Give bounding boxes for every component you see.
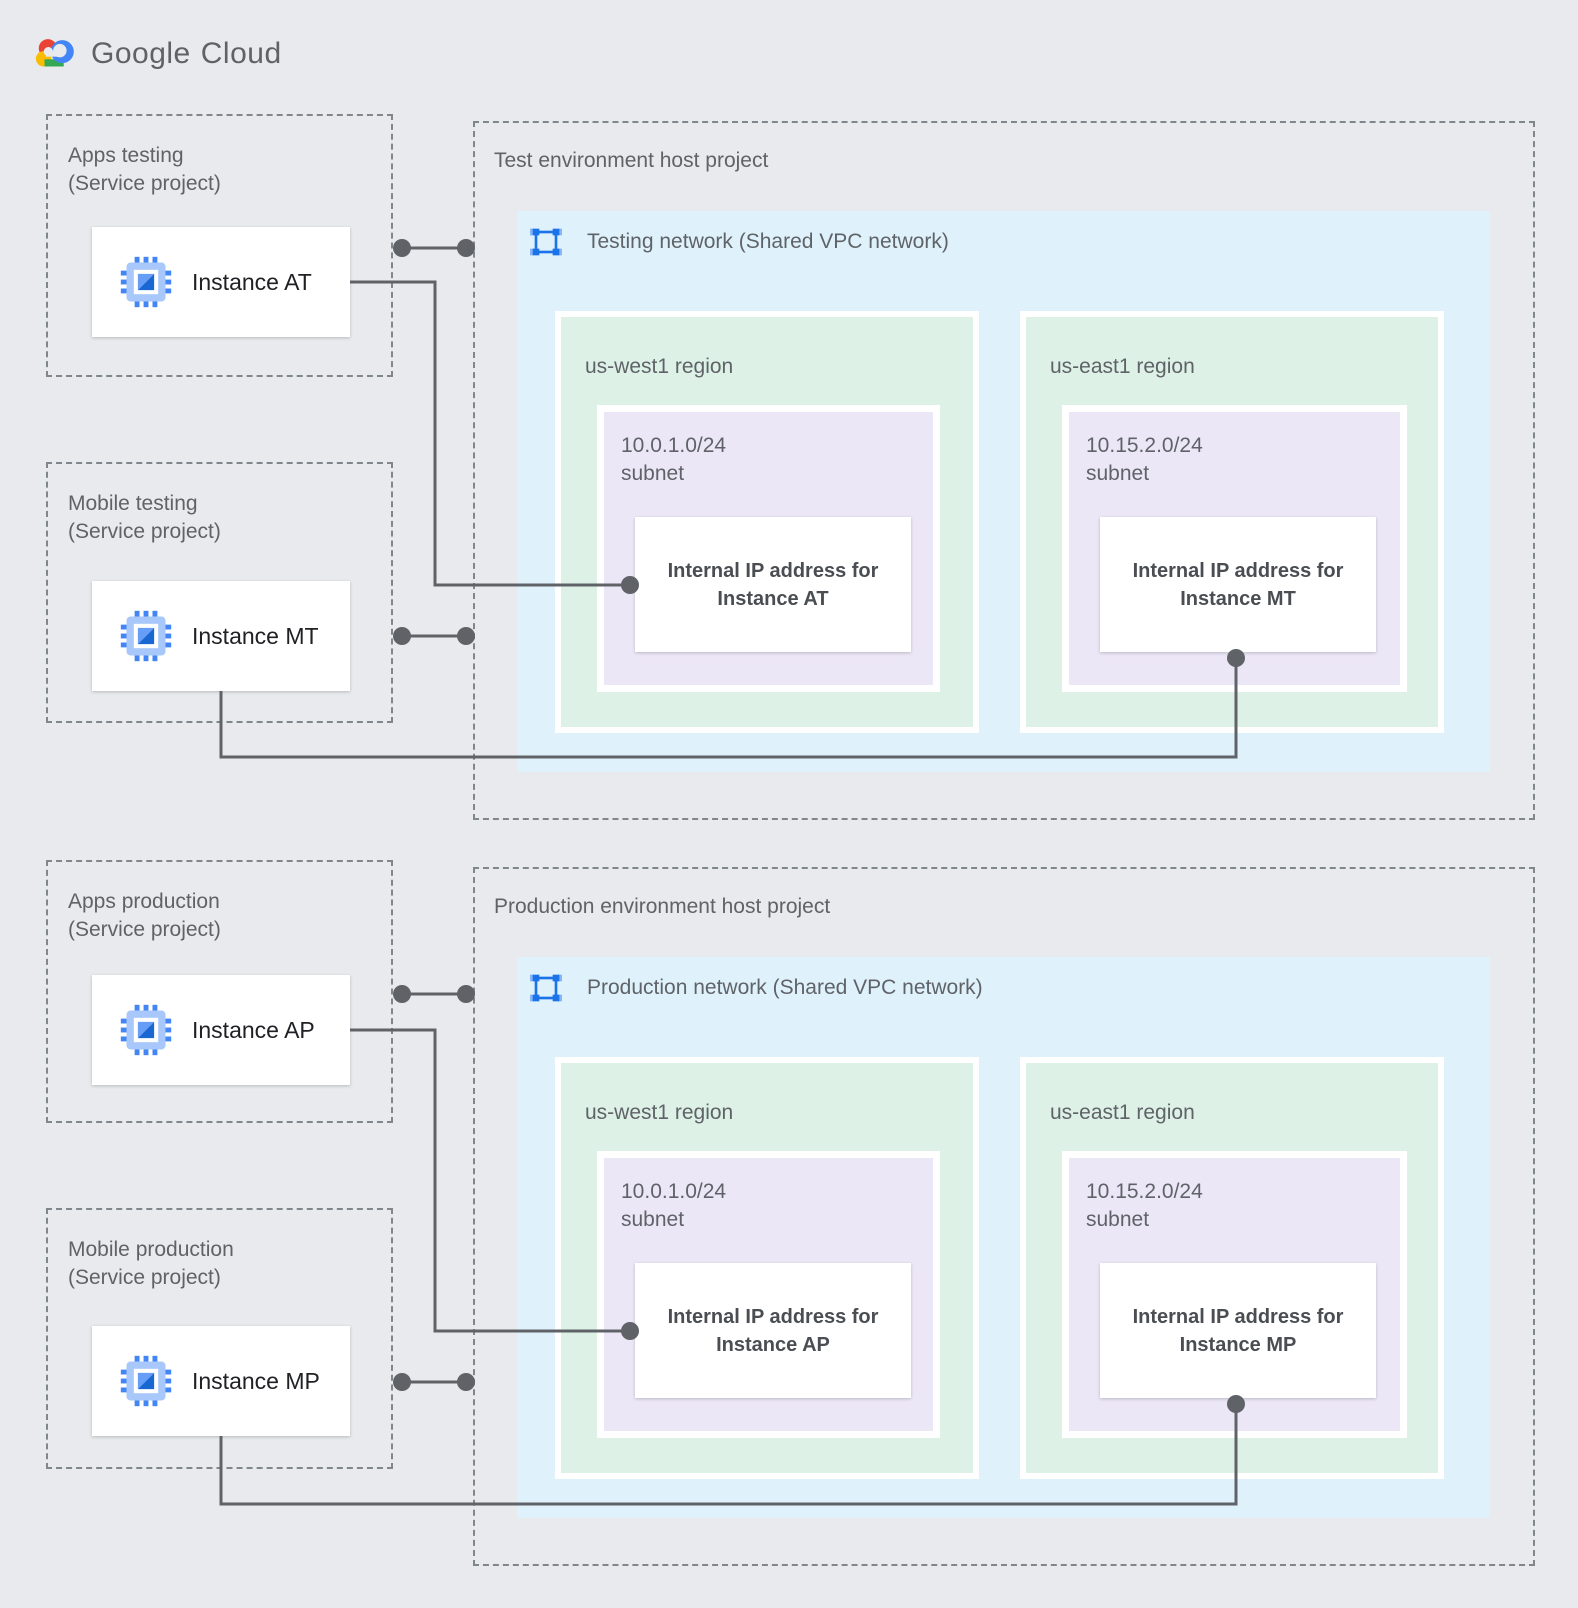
internal-ip-instance-mt-card: Internal IP address for Instance MT <box>1100 517 1376 652</box>
test-host-project-title: Test environment host project <box>494 149 769 172</box>
test-us-east1-subnet-label: 10.15.2.0/24 subnet <box>1086 432 1203 488</box>
compute-engine-icon <box>120 256 172 308</box>
subnet-cidr: 10.0.1.0/24 <box>621 434 727 457</box>
logo-text-google: Google <box>91 37 191 70</box>
prod-us-west1-subnet-label: 10.0.1.0/24 subnet <box>621 1178 726 1234</box>
project-title-line1: Apps production <box>68 890 220 913</box>
network-label: Testing network (Shared VPC network) <box>587 230 949 253</box>
subnet-cidr: 10.15.2.0/24 <box>1086 1180 1203 1203</box>
instance-mp-card: Instance MP <box>92 1326 350 1436</box>
vpc-network-icon <box>530 228 562 256</box>
test-us-east1-region-label: us-east1 region <box>1050 355 1195 378</box>
mobile-production-project-title: Mobile production (Service project) <box>68 1236 234 1292</box>
instance-ap-card: Instance AP <box>92 975 350 1085</box>
internal-ip-instance-ap-card: Internal IP address for Instance AP <box>635 1263 911 1398</box>
instance-label: Instance AT <box>192 268 312 295</box>
compute-engine-icon <box>120 1355 172 1407</box>
subnet-word: subnet <box>621 1208 685 1231</box>
compute-engine-icon <box>120 610 172 662</box>
compute-engine-icon <box>120 1004 172 1056</box>
instance-at-card: Instance AT <box>92 227 350 337</box>
instance-label: Instance AP <box>192 1016 315 1043</box>
endpoint-dot <box>393 627 411 645</box>
test-us-west1-region-label: us-west1 region <box>585 355 734 378</box>
ip-card-line2: Instance AT <box>717 587 829 610</box>
ip-card-line1: Internal IP address for <box>667 1305 879 1328</box>
endpoint-dot <box>393 1373 411 1391</box>
mobile-testing-project-title: Mobile testing (Service project) <box>68 490 221 546</box>
subnet-word: subnet <box>621 462 685 485</box>
internal-ip-instance-at-card: Internal IP address for Instance AT <box>635 517 911 652</box>
network-label: Production network (Shared VPC network) <box>587 976 983 999</box>
logo-text-cloud: Cloud <box>200 37 282 70</box>
project-title-line2: (Service project) <box>68 1266 221 1289</box>
project-title-line2: (Service project) <box>68 172 221 195</box>
ip-card-line1: Internal IP address for <box>1132 1305 1344 1328</box>
endpoint-dot <box>393 985 411 1003</box>
google-cloud-logo: Google Cloud <box>33 34 282 74</box>
production-network-header: Production network (Shared VPC network) <box>530 972 983 1004</box>
ip-card-line1: Internal IP address for <box>1132 559 1344 582</box>
project-title-line1: Apps testing <box>68 144 184 167</box>
instance-label: Instance MT <box>192 622 319 649</box>
ip-card-line2: Instance MP <box>1179 1333 1297 1356</box>
prod-us-east1-region-label: us-east1 region <box>1050 1101 1195 1124</box>
ip-card-line1: Internal IP address for <box>667 559 879 582</box>
prod-us-east1-subnet-label: 10.15.2.0/24 subnet <box>1086 1178 1203 1234</box>
apps-production-project-box <box>46 860 393 1123</box>
google-cloud-logo-icon <box>35 39 74 67</box>
project-title-line2: (Service project) <box>68 520 221 543</box>
vpc-network-icon <box>530 974 562 1002</box>
endpoint-dot <box>393 239 411 257</box>
project-title-line1: Mobile testing <box>68 492 198 515</box>
subnet-word: subnet <box>1086 462 1150 485</box>
ip-card-line2: Instance AP <box>716 1333 830 1356</box>
instance-label: Instance MP <box>192 1367 320 1394</box>
apps-testing-project-box <box>46 114 393 377</box>
project-title-line1: Mobile production <box>68 1238 234 1261</box>
subnet-word: subnet <box>1086 1208 1150 1231</box>
ip-card-line2: Instance MT <box>1180 587 1296 610</box>
instance-mt-card: Instance MT <box>92 581 350 691</box>
production-host-project-title: Production environment host project <box>494 895 831 918</box>
apps-production-project-title: Apps production (Service project) <box>68 888 221 944</box>
subnet-cidr: 10.15.2.0/24 <box>1086 434 1203 457</box>
apps-testing-project-title: Apps testing (Service project) <box>68 142 221 198</box>
test-us-west1-subnet-label: 10.0.1.0/24 subnet <box>621 432 726 488</box>
internal-ip-instance-mp-card: Internal IP address for Instance MP <box>1100 1263 1376 1398</box>
subnet-cidr: 10.0.1.0/24 <box>621 1180 727 1203</box>
testing-network-header: Testing network (Shared VPC network) <box>530 226 949 258</box>
project-title-line2: (Service project) <box>68 918 221 941</box>
prod-us-west1-region-label: us-west1 region <box>585 1101 734 1124</box>
